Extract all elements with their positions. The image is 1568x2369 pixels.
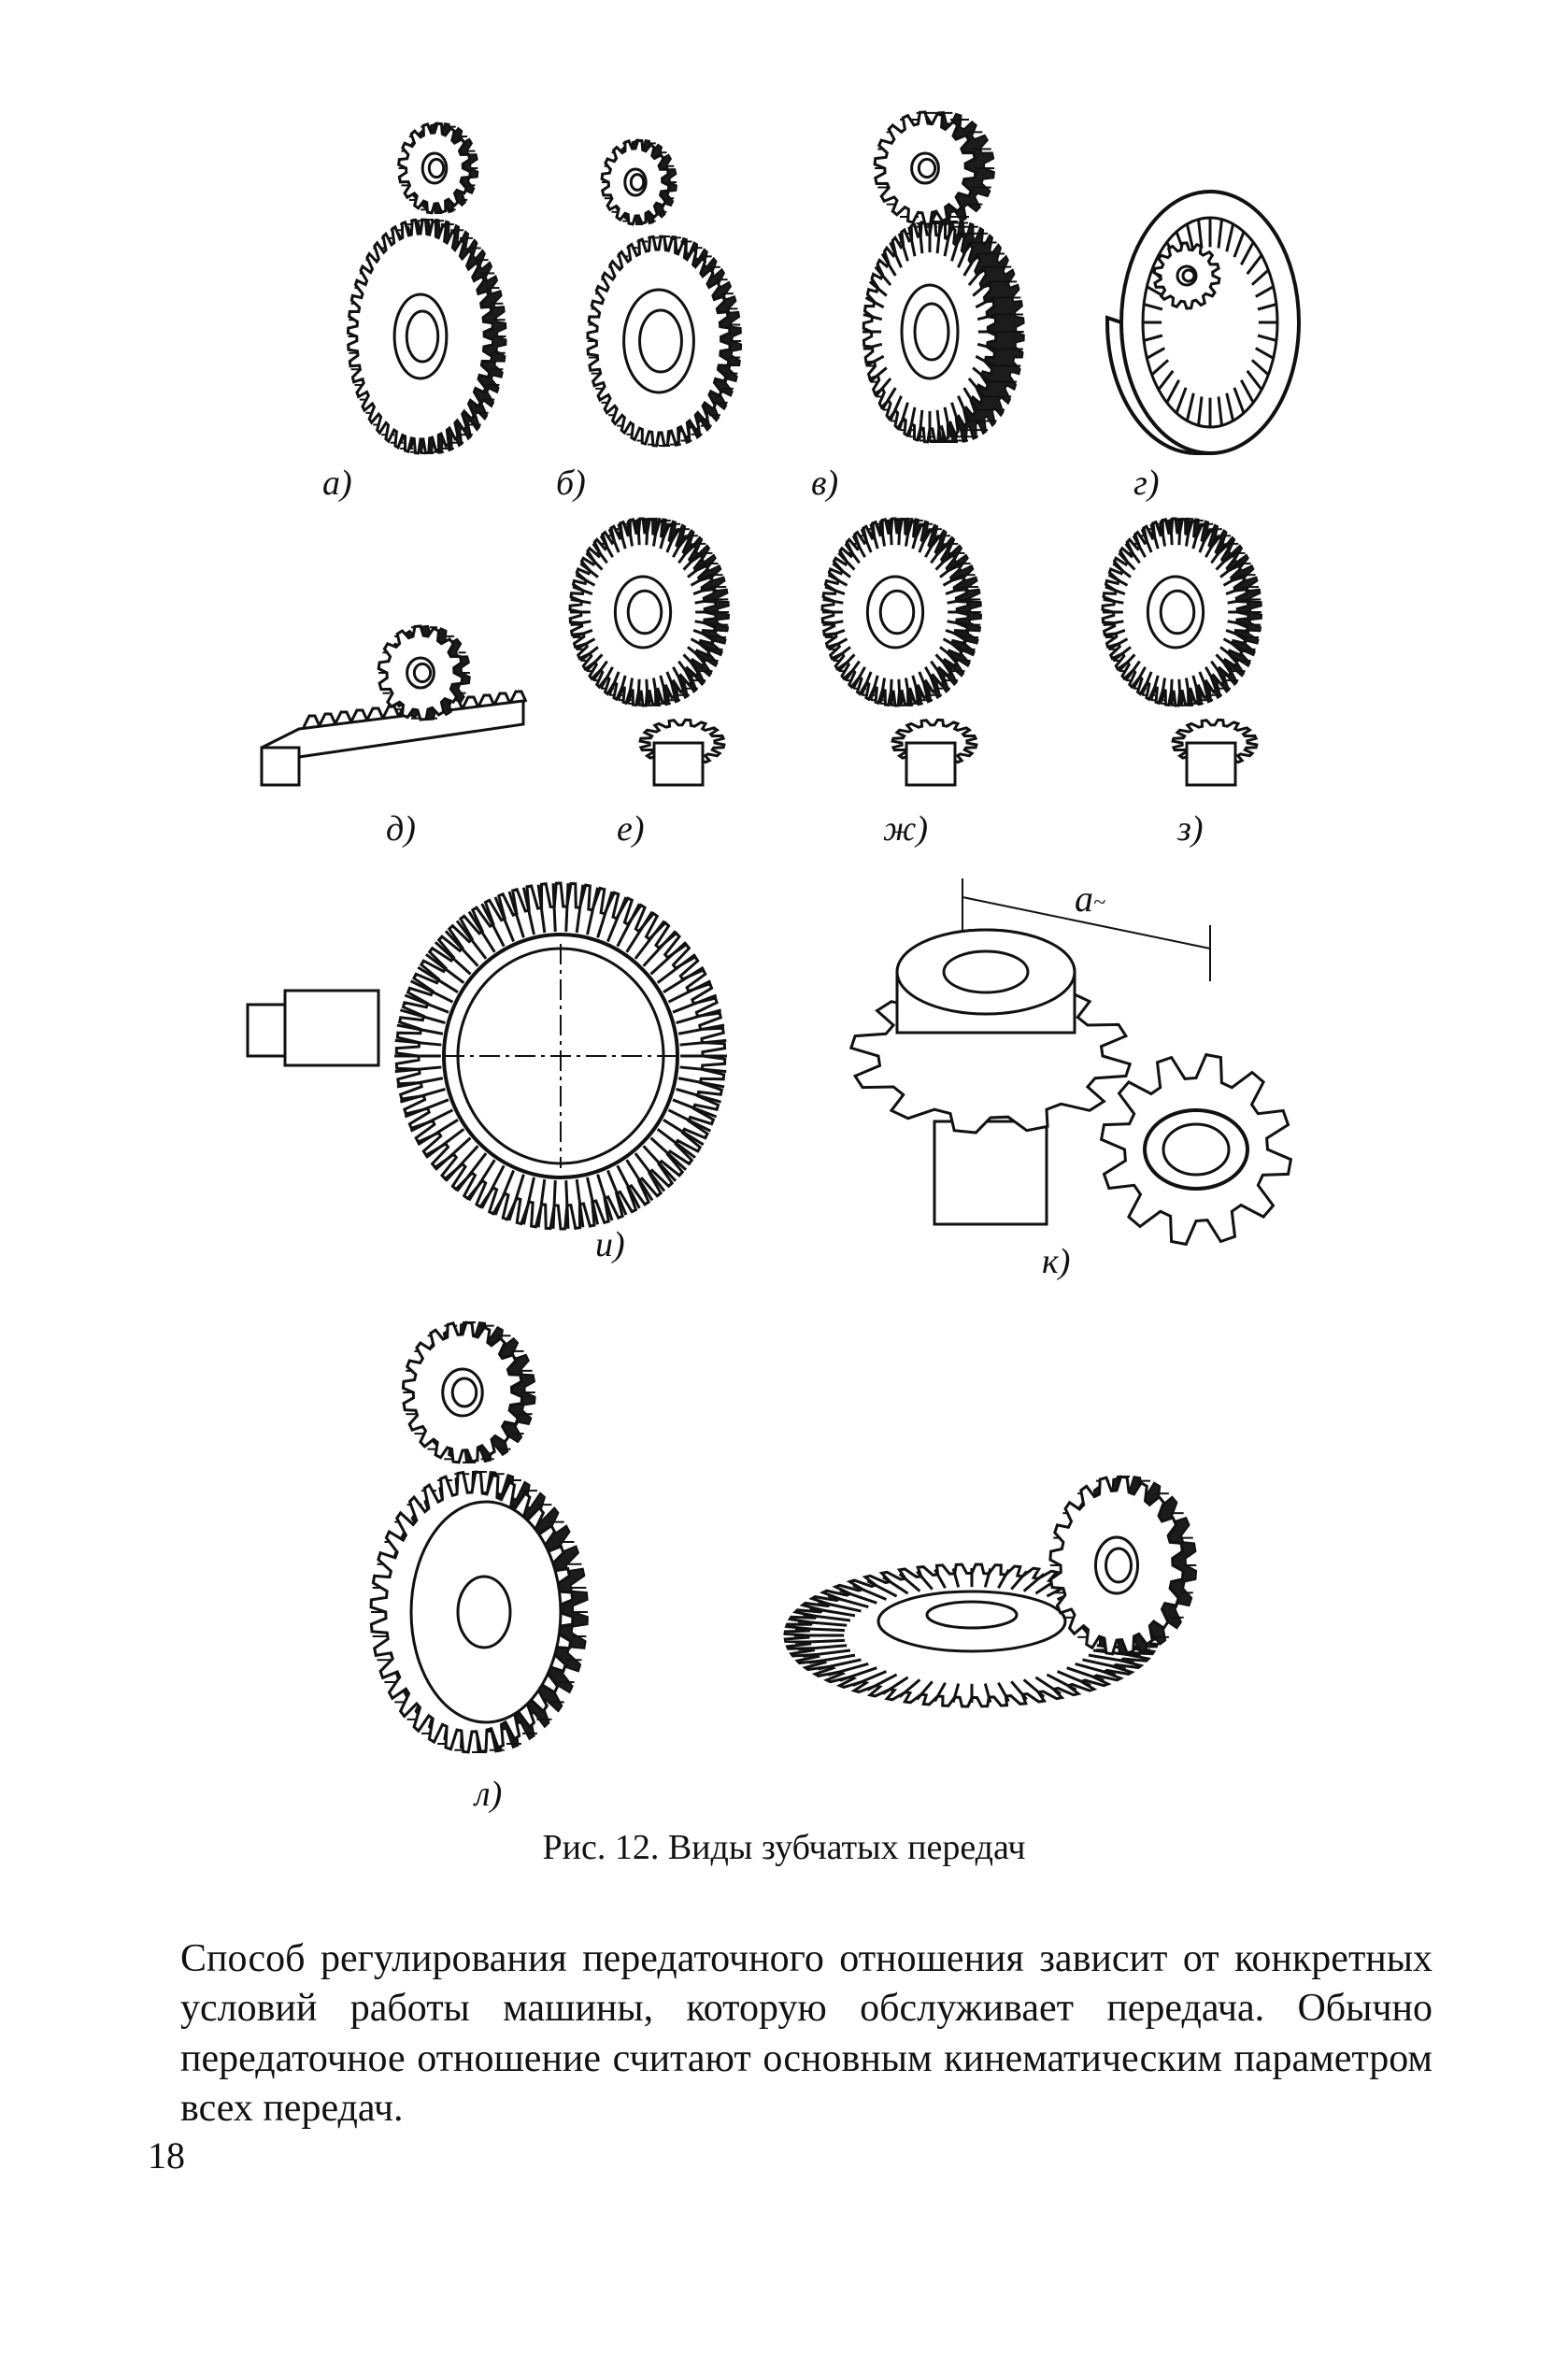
figure-panel-k — [841, 869, 1327, 1247]
figure-panel-z — [1075, 505, 1290, 794]
figure-panel-v — [813, 110, 1047, 458]
internal-gear-icon — [1105, 190, 1301, 455]
panel-label-v: в) — [811, 464, 839, 503]
bevel-gear-helical-icon — [820, 517, 983, 787]
body-paragraph: Способ регулирования передаточного отнош… — [180, 1937, 1433, 2130]
dimension-label: a~ — [1075, 878, 1105, 920]
face-gear-pair-icon — [783, 1475, 1198, 1708]
figure-caption: Рис. 12. Виды зубчатых передач — [542, 1828, 1026, 1867]
panel-label-k: к) — [1042, 1242, 1071, 1281]
figure-panel-m — [776, 1458, 1224, 1710]
panel-label-a: а) — [322, 464, 352, 503]
figure-panel-a — [280, 117, 533, 463]
crossed-helical-gears-icon — [848, 878, 1293, 1247]
spur-gear-pair-rim-icon — [586, 138, 743, 448]
panel-label-g: г) — [1133, 464, 1160, 503]
spur-gear-pair-icon — [346, 121, 507, 455]
panel-label-e: е) — [617, 809, 645, 849]
figure-panel-zh — [794, 505, 1014, 794]
hypoid-gear-icon — [246, 881, 727, 1231]
panel-label-i: и) — [595, 1225, 625, 1264]
rack-and-pinion-icon — [260, 624, 528, 787]
panel-label-b: б) — [556, 464, 586, 503]
page-number: 18 — [148, 2134, 185, 2176]
bevel-gear-spiral-icon — [1101, 517, 1263, 787]
bevel-gear-straight-icon — [568, 517, 731, 787]
panel-label-zh: ж) — [883, 809, 929, 849]
figure-panel-d — [252, 607, 533, 794]
herringbone-gear-pair-icon — [862, 110, 1025, 444]
figure-panel-g — [1098, 187, 1301, 458]
panel-label-l: л) — [475, 1775, 503, 1814]
panel-label-z: з) — [1177, 809, 1204, 849]
figure-panel-b — [547, 138, 752, 458]
figure-panel-e — [542, 505, 743, 794]
figure-panel-i — [246, 881, 785, 1234]
panel-label-d: д) — [386, 809, 416, 849]
helical-gear-pair-icon — [369, 1320, 589, 1754]
figure-panel-l — [346, 1313, 617, 1780]
